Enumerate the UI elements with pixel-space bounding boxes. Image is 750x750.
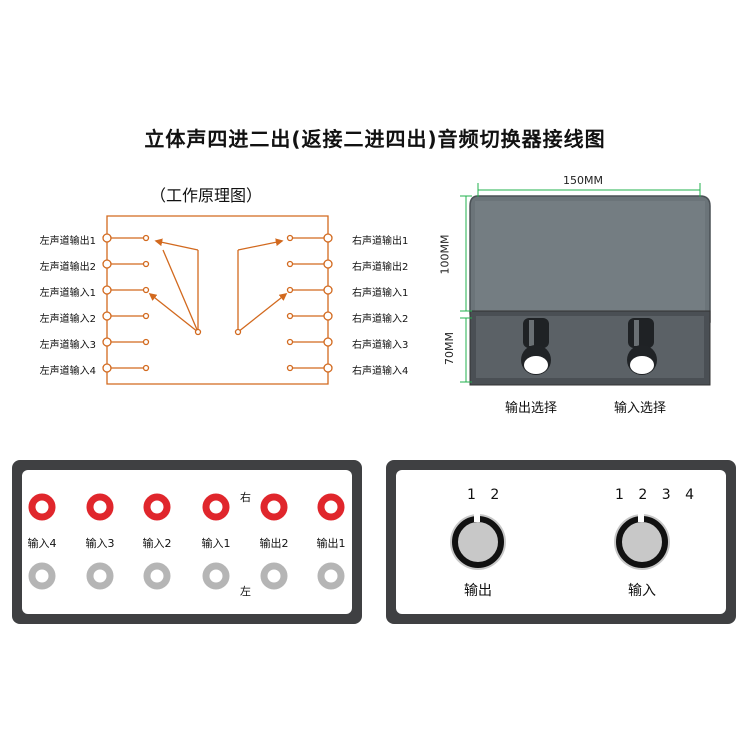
right-channel-output-2-label: 右声道输出2 xyxy=(352,262,409,273)
left-channel-mark: 左 xyxy=(240,585,251,598)
left-channel-input-3-label: 左声道输入3 xyxy=(39,340,96,351)
schematic-subtitle: （工作原理图） xyxy=(150,186,263,205)
left-channel-output-2-label: 左声道输出2 xyxy=(39,262,96,273)
rear-panel-face xyxy=(22,470,352,614)
output-knob[interactable] xyxy=(450,512,506,570)
left-channel-input-1-label: 左声道输入1 xyxy=(39,288,96,299)
left-channel-input-4-label: 左声道输入4 xyxy=(39,366,96,377)
input-knob-label: 输入 xyxy=(628,583,656,599)
right-channel-input-4-label: 右声道输入4 xyxy=(352,366,409,377)
output-select-knob xyxy=(521,318,551,375)
schematic-top-bus xyxy=(106,215,329,238)
output-select-caption: 输出选择 xyxy=(505,401,558,416)
right-channel-input-2-label: 右声道输入2 xyxy=(352,314,409,325)
jack-input-2-right[interactable] xyxy=(143,493,171,521)
jack-label-input-4: 输入4 xyxy=(27,537,57,550)
right-channel-mark: 右 xyxy=(240,491,251,504)
width-dimension-label: 150MM xyxy=(563,174,603,187)
left-output-switch-arm xyxy=(162,249,199,333)
right-input-switch-arm xyxy=(237,293,288,333)
jack-input-2-left[interactable] xyxy=(143,562,171,590)
input-select-caption: 输入选择 xyxy=(614,401,667,416)
rear-panel-jacks xyxy=(28,493,345,590)
input-select-knob xyxy=(627,318,657,375)
left-input-switch-arm xyxy=(148,293,199,333)
jack-label-input-1: 输入1 xyxy=(201,537,231,550)
jack-output-1-left[interactable] xyxy=(317,562,345,590)
jack-input-1-right[interactable] xyxy=(202,493,230,521)
right-channel-input-1-label: 右声道输入1 xyxy=(352,288,409,299)
left-channel-output-1-label: 左声道输出1 xyxy=(39,236,96,247)
right-channel-output-1-label: 右声道输出1 xyxy=(352,236,409,247)
device-box-illustration xyxy=(469,195,711,386)
jack-output-1-right[interactable] xyxy=(317,493,345,521)
height-dimension-label: 100MM xyxy=(438,234,452,275)
jack-output-2-right[interactable] xyxy=(260,493,288,521)
jack-input-3-left[interactable] xyxy=(86,562,114,590)
right-channel-input-3-label: 右声道输入3 xyxy=(352,340,409,351)
jack-output-2-left[interactable] xyxy=(260,562,288,590)
output-knob-label: 输出 xyxy=(464,583,492,599)
input-position-numbers: 1 2 3 4 xyxy=(615,487,699,503)
jack-label-input-2: 输入2 xyxy=(142,537,172,550)
jack-label-output-2: 输出2 xyxy=(259,537,289,550)
front-panel xyxy=(386,460,736,624)
depth-dimension-label: 70MM xyxy=(442,332,456,365)
jack-input-1-left[interactable] xyxy=(202,562,230,590)
diagram-title: 立体声四进二出(返接二进四出)音频切换器接线图 xyxy=(144,127,606,151)
jack-input-3-right[interactable] xyxy=(86,493,114,521)
output-position-numbers: 1 2 xyxy=(467,487,505,503)
schematic-bottom-bus xyxy=(106,368,329,385)
jack-input-4-right[interactable] xyxy=(28,493,56,521)
jack-label-output-1: 输出1 xyxy=(316,537,346,550)
input-knob[interactable] xyxy=(614,512,670,570)
rear-panel xyxy=(12,460,362,624)
front-panel-knobs xyxy=(450,512,670,570)
left-channel-input-2-label: 左声道输入2 xyxy=(39,314,96,325)
jack-input-4-left[interactable] xyxy=(28,562,56,590)
jack-label-input-3: 输入3 xyxy=(85,537,115,550)
